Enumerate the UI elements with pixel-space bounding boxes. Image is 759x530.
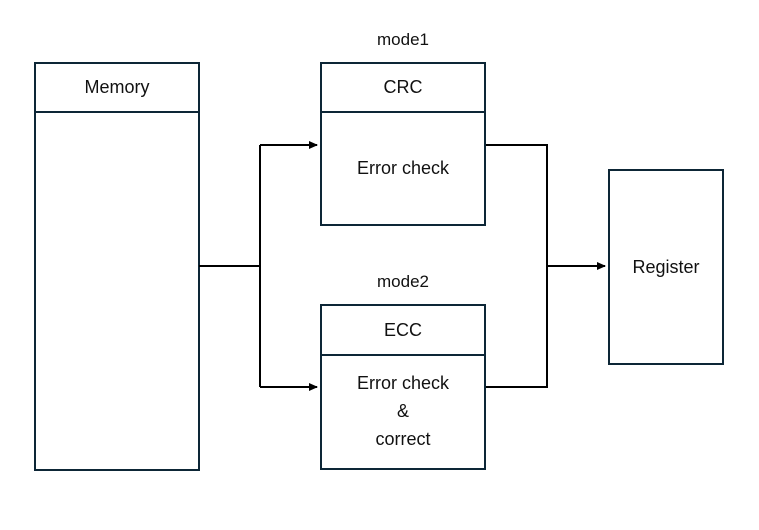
mode2-body-line3: correct [375, 429, 431, 449]
memory-node: Memory [34, 62, 200, 471]
mode1-node: CRC Error check [320, 62, 486, 226]
mode1-header-crc: CRC [322, 64, 484, 113]
mode2-body-line1: Error check [356, 373, 450, 393]
register-title: Register [632, 256, 700, 277]
register-node: Register [608, 169, 724, 365]
mode1-label: mode1 [377, 30, 429, 49]
mode2-body-line2: & [396, 401, 409, 421]
mode2-header-ecc: ECC [322, 306, 484, 356]
memory-title: Memory [36, 64, 198, 113]
mode2-label: mode2 [377, 272, 429, 291]
mode2-body-error-check-correct: Error check & correct [322, 356, 484, 466]
mode1-body-error-check: Error check [356, 157, 450, 178]
mode2-node: ECC Error check & correct [320, 304, 486, 470]
